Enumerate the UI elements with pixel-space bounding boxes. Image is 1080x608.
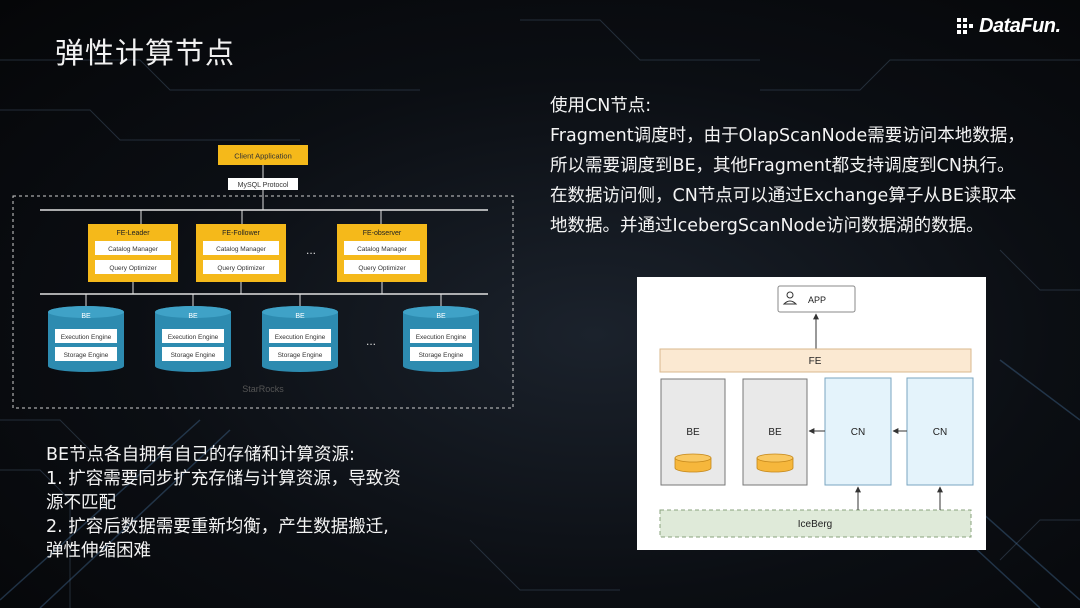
storage-engine-label: Storage Engine (64, 352, 109, 359)
user-icon (782, 291, 798, 305)
disk-icon (756, 453, 794, 473)
be-line: 1. 扩容需要同步扩充存储与计算资源，导致资 (46, 469, 401, 489)
cn-line: 所以需要调度到BE，其他Fragment都支持调度到CN执行。 (550, 156, 1015, 176)
cn-line: 地数据。并通过IcebergScanNode访问数据湖的数据。 (550, 216, 984, 236)
be-description: BE节点各自拥有自己的存储和计算资源: 1. 扩容需要同步扩充存储与计算资源，导… (46, 443, 466, 563)
mysql-protocol-box (228, 178, 298, 190)
be-line: 源不匹配 (46, 493, 116, 513)
execution-engine-label: Execution Engine (61, 334, 112, 341)
storage-engine-label: Storage Engine (419, 352, 464, 359)
logo-mark-icon (957, 18, 973, 34)
slide-title: 弹性计算节点 (55, 36, 236, 70)
catalog-manager-label: Catalog Manager (108, 246, 159, 253)
be-node: BE (742, 378, 808, 486)
app-label: APP (808, 295, 826, 305)
fe-bar (659, 348, 972, 373)
app-box (777, 285, 856, 313)
logo-text: DataFun. (979, 14, 1061, 37)
be-node: BE Execution Engine Storage Engine (262, 306, 338, 372)
catalog-manager-label: Catalog Manager (216, 246, 267, 253)
cn-node-label: CN (851, 427, 865, 438)
cn-description: 使用CN节点: Fragment调度时，由于OlapScanNode需要访问本地… (550, 91, 1075, 241)
starrocks-architecture-diagram: Client Application MySQL Protocol FE-Lea… (12, 145, 514, 409)
mysql-protocol-label: MySQL Protocol (238, 182, 289, 189)
fe-leader-node: FE-Leader Catalog Manager Query Optimize… (88, 224, 178, 282)
fe-ellipsis: ... (306, 243, 316, 257)
execution-engine-label: Execution Engine (416, 334, 467, 341)
be-node: BE Execution Engine Storage Engine (48, 306, 124, 372)
be-node: BE (660, 378, 726, 486)
be-node: BE Execution Engine Storage Engine (403, 306, 479, 372)
be-ellipsis: ... (366, 334, 376, 348)
client-application-label: Client Application (234, 152, 292, 161)
storage-engine-label: Storage Engine (171, 352, 216, 359)
cn-node-label: CN (933, 427, 947, 438)
client-application-box (218, 145, 308, 165)
storage-engine-label: Storage Engine (278, 352, 323, 359)
catalog-manager-label: Catalog Manager (357, 246, 408, 253)
cluster-boundary (12, 195, 514, 409)
query-optimizer-label: Query Optimizer (358, 265, 406, 272)
query-optimizer-label: Query Optimizer (217, 265, 265, 272)
execution-engine-label: Execution Engine (168, 334, 219, 341)
be-node: BE Execution Engine Storage Engine (155, 306, 231, 372)
execution-engine-label: Execution Engine (275, 334, 326, 341)
be-line: 2. 扩容后数据需要重新均衡，产生数据搬迁, (46, 517, 389, 537)
be-node-label: BE (768, 427, 782, 438)
fe-node-label: FE-Leader (116, 230, 150, 237)
starrocks-label: StarRocks (242, 384, 284, 394)
be-line: 弹性伸缩困难 (46, 541, 151, 561)
datafun-logo: DataFun. (955, 10, 1070, 42)
iceberg-bar (659, 509, 972, 538)
cn-line: Fragment调度时，由于OlapScanNode需要访问本地数据， (550, 126, 1025, 146)
be-node-label: BE (295, 313, 305, 320)
be-node-label: BE (686, 427, 700, 438)
be-node-label: BE (81, 313, 91, 320)
cn-line: 在数据访问侧，CN节点可以通过Exchange算子从BE读取本 (550, 186, 1017, 206)
query-optimizer-label: Query Optimizer (109, 265, 157, 272)
disk-icon (674, 453, 712, 473)
fe-follower-node: FE-Follower Catalog Manager Query Optimi… (196, 224, 286, 282)
fe-observer-node: FE-observer Catalog Manager Query Optimi… (337, 224, 427, 282)
fe-node-label: FE-Follower (222, 230, 260, 237)
be-node-label: BE (436, 313, 446, 320)
be-heading: BE节点各自拥有自己的存储和计算资源: (46, 445, 355, 465)
be-node-label: BE (188, 313, 198, 320)
fe-bar-label: FE (809, 356, 822, 367)
cn-heading: 使用CN节点: (550, 96, 652, 116)
cn-node: CN (824, 377, 892, 486)
iceberg-label: IceBerg (798, 519, 832, 530)
fe-node-label: FE-observer (363, 230, 402, 237)
cn-node: CN (906, 377, 974, 486)
cn-architecture-diagram: APP FE BE BE CN (637, 277, 986, 550)
